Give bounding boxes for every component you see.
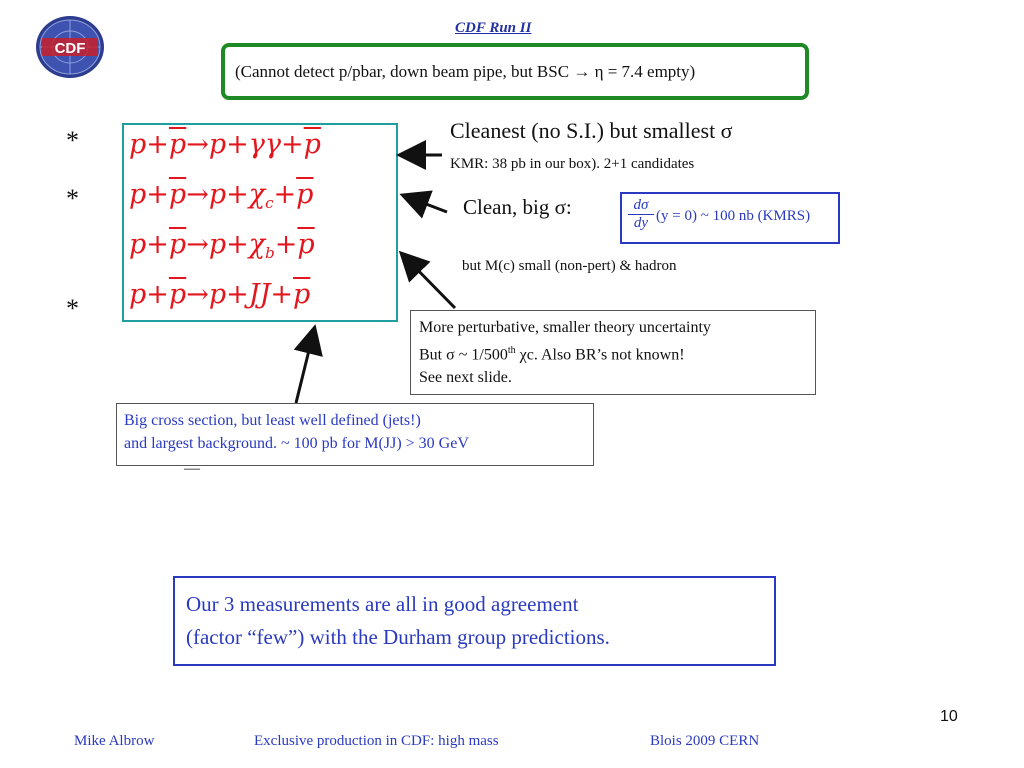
page-number: 10 [940,708,958,725]
perturbative-line-1: More perturbative, smaller theory uncert… [419,319,711,336]
perturbative-line-3: See next slide. [419,369,512,387]
logo-text: CDF [55,40,86,57]
run-title: CDF Run II [455,20,532,36]
footer-venue: Blois 2009 CERN [650,733,760,749]
perturbative-box: More perturbative, smaller theory uncert… [410,310,816,395]
arrow-clean-big [399,190,448,219]
star-marker: * [66,184,79,213]
reaction-chi-b: p+p→p+χb+p [129,229,315,262]
reaction-dijet: p+p→p+JJ+p [129,279,311,310]
arrow-big-cross-section [293,324,323,404]
agreement-box: Our 3 measurements are all in good agree… [173,576,776,666]
jets-line-2: and largest background. ~ 100 pb for M(J… [124,435,469,452]
clean-big-label: Clean, big σ: [463,195,572,219]
star-marker: * [66,126,79,155]
dash-mark: — [184,460,200,477]
kmr-label: KMR: 38 pb in our box). 2+1 candidates [450,156,695,172]
star-marker: * [66,294,79,323]
jets-line-1: Big cross section, but least well define… [124,412,421,429]
reaction-chi-c: p+p→p+χc+p [129,179,314,212]
detection-note: (Cannot detect p/pbar, down beam pipe, b… [235,61,696,81]
reactions-box: p+p→p+γγ+p p+p→p+χc+p p+p→p+χb+p p+p→p+J… [122,123,398,322]
mass-note: but M(c) small (non-pert) & hadron [462,258,677,274]
agreement-line-2: (factor “few”) with the Durham group pre… [186,625,610,649]
cleanest-label: Cleanest (no S.I.) but smallest σ [450,118,733,143]
cdf-logo: CDF [36,16,104,78]
arrow-perturbative [398,250,457,310]
jets-box: Big cross section, but least well define… [116,403,594,466]
footer-author: Mike Albrow [74,733,155,749]
formula-value: (y = 0) ~ 100 nb (KMRS) [656,208,811,224]
reaction-gamma-gamma: p+p→p+γγ+p [129,129,321,160]
footer-topic: Exclusive production in CDF: high mass [254,733,499,749]
cross-section-formula-box: dσ dy (y = 0) ~ 100 nb (KMRS) [620,192,840,244]
detection-note-box: (Cannot detect p/pbar, down beam pipe, b… [221,43,809,100]
perturbative-line-2: But σ ~ 1/500th χc. Also BR’s not known! [419,345,685,364]
dsigma-dy-fraction: dσ dy [628,197,654,232]
agreement-line-1: Our 3 measurements are all in good agree… [186,592,579,616]
